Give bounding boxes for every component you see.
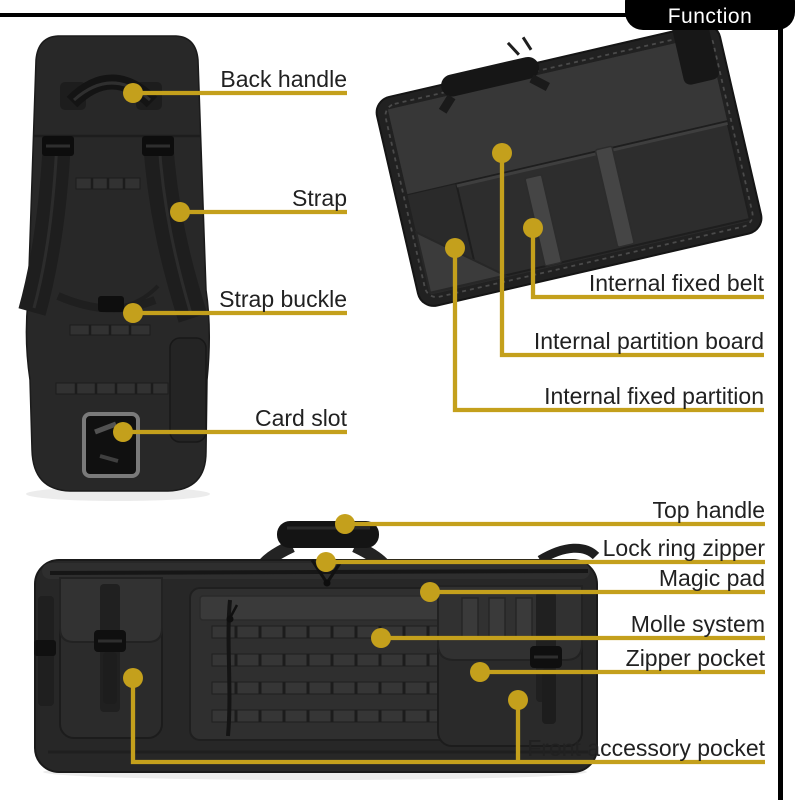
strap-buckle-part	[56, 284, 160, 313]
front-accessory-pocket-left-part	[59, 577, 163, 739]
callout-dot-strap	[170, 202, 190, 222]
label-molle-system: Molle system	[630, 611, 765, 637]
callout-card-slot	[113, 422, 347, 442]
callout-dot-zipper-pocket	[470, 662, 490, 682]
function-badge-label: Function	[667, 5, 753, 28]
label-lock-ring-zipper: Lock ring zipper	[602, 535, 765, 561]
internal-pocket-panel-part	[455, 120, 751, 283]
label-magic-pad: Magic pad	[658, 565, 765, 591]
callout-dot-back-handle	[123, 83, 143, 103]
label-strap: Strap	[292, 185, 347, 211]
callout-dot-internal-fixed-partition	[445, 238, 465, 258]
label-front-accessory-pocket: Front accessory pocket	[527, 735, 765, 761]
callout-dot-front-accessory-pocket-right	[508, 690, 528, 710]
card-slot-part	[82, 412, 140, 478]
callout-back-handle	[123, 83, 347, 103]
magic-pad-part	[199, 595, 459, 621]
callout-front-accessory-pocket	[123, 668, 765, 765]
bag-front-view-illustration	[34, 521, 600, 780]
internal-partition-board-part	[387, 35, 728, 196]
side-rule	[778, 24, 783, 800]
callout-dot-magic-pad	[420, 582, 440, 602]
label-card-slot: Card slot	[254, 405, 347, 431]
callout-internal-partition-board	[492, 143, 764, 358]
callout-strap	[170, 202, 347, 222]
callout-internal-fixed-partition	[445, 238, 764, 413]
callout-lock-ring-zipper	[316, 552, 765, 572]
bag-interior-view-illustration	[375, 17, 763, 307]
callout-magic-pad	[420, 582, 765, 602]
header-rule	[0, 13, 630, 17]
callout-strap-buckle	[123, 303, 347, 323]
shoulder-straps-part	[18, 136, 208, 323]
callout-dot-card-slot	[113, 422, 133, 442]
function-badge: Function	[625, 0, 795, 30]
callout-lines	[113, 83, 765, 765]
callout-dot-internal-fixed-belt	[523, 218, 543, 238]
label-zipper-pocket: Zipper pocket	[625, 645, 765, 671]
callout-dot-molle-system	[371, 628, 391, 648]
internal-fixed-belt-part	[524, 145, 635, 267]
callout-dot-top-handle	[335, 514, 355, 534]
label-back-handle: Back handle	[220, 66, 347, 92]
label-internal-fixed-belt: Internal fixed belt	[588, 270, 764, 296]
callout-dot-strap-buckle	[123, 303, 143, 323]
callout-top-handle	[335, 514, 765, 534]
callout-molle-system	[371, 628, 765, 648]
callout-dot-lock-ring-zipper	[316, 552, 336, 572]
label-top-handle: Top handle	[652, 497, 765, 523]
label-strap-buckle: Strap buckle	[219, 286, 347, 312]
front-accessory-pocket-right-part	[437, 585, 583, 747]
callout-dot-front-accessory-pocket-left	[123, 668, 143, 688]
callout-internal-fixed-belt	[523, 218, 764, 300]
bag-back-view-illustration	[18, 35, 210, 501]
callout-zipper-pocket	[470, 662, 765, 682]
label-internal-partition-board: Internal partition board	[533, 328, 764, 354]
callout-dot-internal-partition-board	[492, 143, 512, 163]
label-internal-fixed-partition: Internal fixed partition	[544, 383, 764, 409]
molle-panel-part	[189, 587, 469, 741]
